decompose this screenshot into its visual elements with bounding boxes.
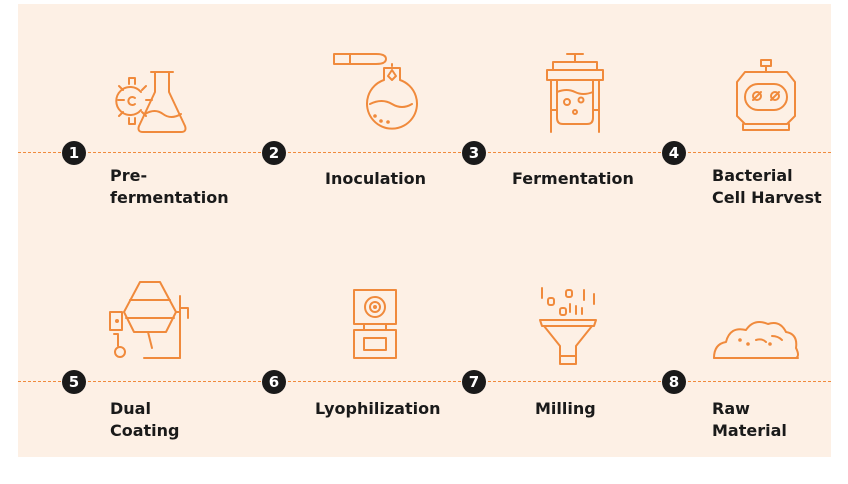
step-1-number: 1 xyxy=(62,141,86,165)
step-5-number: 5 xyxy=(62,370,86,394)
funnel-mill-icon xyxy=(539,287,597,365)
step-6-label: Lyophilization xyxy=(315,399,441,418)
step-2-number: 2 xyxy=(262,141,286,165)
timeline-line-top xyxy=(18,152,831,153)
step-2-label: Inoculation xyxy=(325,169,427,188)
step-7-number: 7 xyxy=(462,370,486,394)
freeze-dryer-icon xyxy=(353,289,397,359)
step-1-label: Pre- fermentation xyxy=(110,166,229,207)
flask-gear-icon xyxy=(115,71,187,133)
coating-mixer-icon xyxy=(109,281,189,359)
step-3-number: 3 xyxy=(462,141,486,165)
step-5-label: Dual Coating xyxy=(110,399,180,440)
step-8-number: 8 xyxy=(662,370,686,394)
centrifuge-icon xyxy=(736,59,796,131)
test-tube-flask-icon xyxy=(333,53,418,130)
fermenter-tank-icon xyxy=(546,53,604,133)
step-3-label: Fermentation xyxy=(512,169,634,188)
step-4-number: 4 xyxy=(662,141,686,165)
powder-pile-icon xyxy=(713,321,799,359)
step-6-number: 6 xyxy=(262,370,286,394)
step-8-label: Raw Material xyxy=(712,399,787,440)
timeline-line-bottom xyxy=(18,381,831,382)
step-7-label: Milling xyxy=(535,399,596,418)
step-4-label: Bacterial Cell Harvest xyxy=(712,166,822,207)
